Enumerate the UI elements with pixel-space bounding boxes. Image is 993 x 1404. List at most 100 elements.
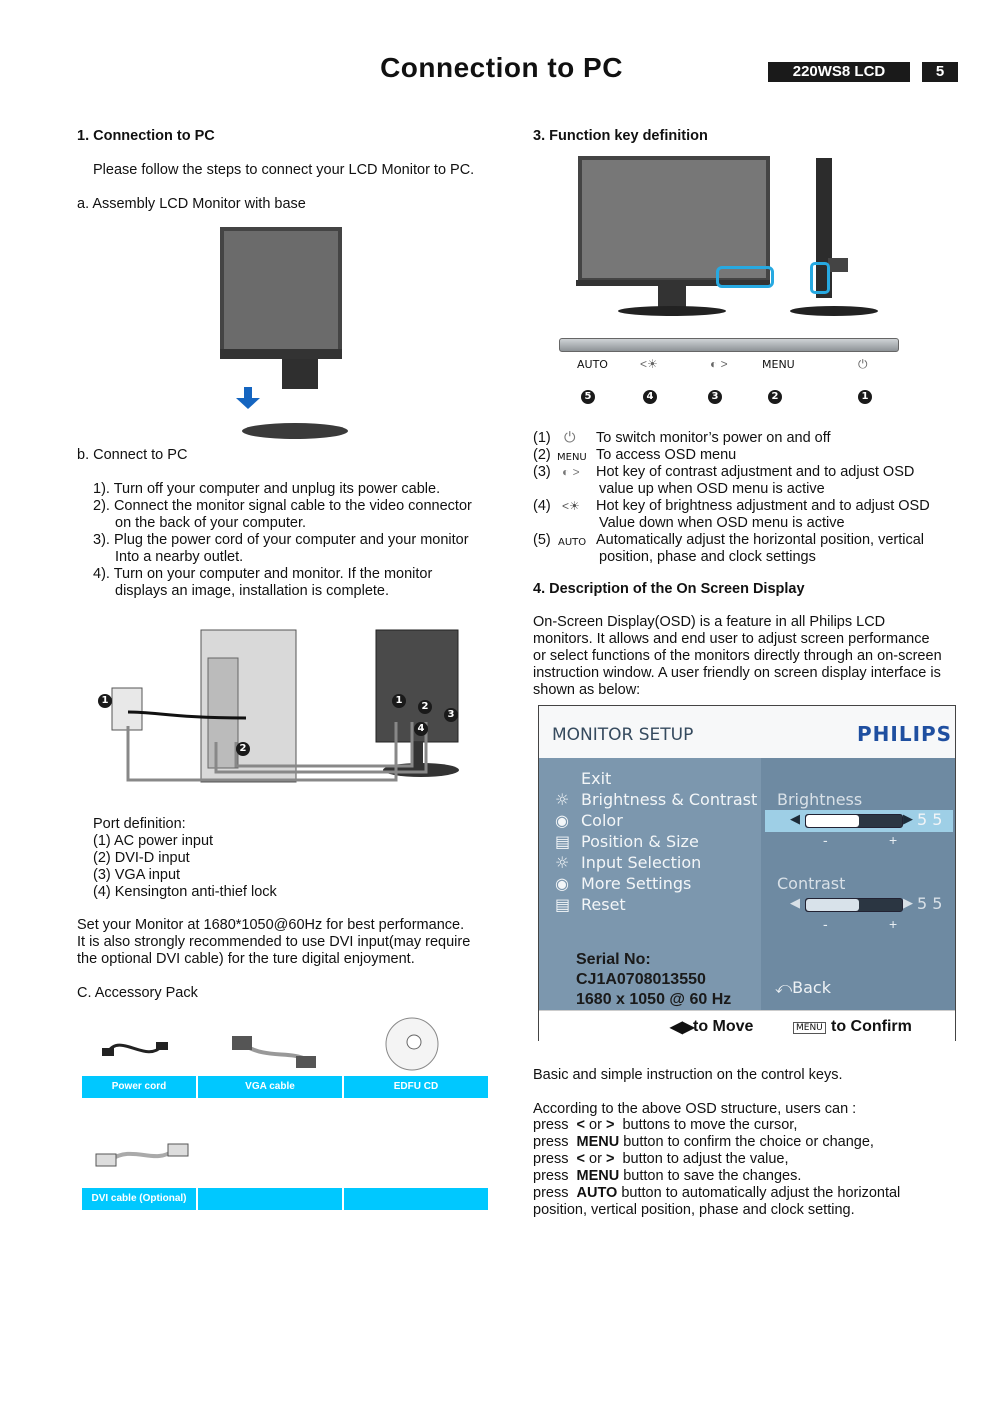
port-1-text: (1) AC power input	[93, 833, 214, 849]
osd-menu-input-selection[interactable]: ☼ Input Selection	[555, 852, 757, 873]
port-marker-2-pc: 2	[236, 742, 250, 756]
move-arrows-icon: ◀▶	[670, 1019, 695, 1036]
fk-2-num: (2)	[533, 447, 551, 463]
fk-3-text: Hot key of contrast adjustment and to ad…	[596, 464, 915, 480]
osd-back-button[interactable]: ⤺Back	[775, 978, 831, 998]
vga-cable-image	[228, 1030, 318, 1070]
brightness-slider[interactable]	[805, 814, 903, 828]
step-1-text: 1). Turn off your computer and unplug it…	[93, 481, 441, 497]
monitor-side-view	[790, 158, 880, 318]
osd-menu-label: Color	[581, 811, 623, 830]
port-marker-4: 4	[414, 722, 428, 736]
color-icon: ◉	[555, 811, 569, 830]
back-icon: ⤺	[775, 978, 793, 997]
brightness-contrast-icon: ☼	[555, 790, 570, 809]
osd-menu-label: Position & Size	[581, 832, 699, 851]
brightness-value: 5 5	[917, 810, 943, 829]
left-arrow-icon[interactable]: ◀	[790, 811, 800, 826]
dvi-cable-image	[94, 1140, 189, 1170]
cd-image	[384, 1016, 440, 1072]
step-c-text: C. Accessory Pack	[77, 985, 198, 1001]
osd-menu-label: Input Selection	[581, 853, 702, 872]
brightness-icon: <☀	[562, 499, 580, 513]
fk-1-num: (1)	[533, 430, 551, 446]
osd-menu-exit[interactable]: Exit	[581, 769, 612, 788]
press-line-5: press AUTO button to automatically adjus…	[533, 1185, 901, 1201]
fk-5-cont: position, phase and clock settings	[599, 549, 816, 565]
perf-line-3: the optional DVI cable) for the ture dig…	[77, 951, 415, 967]
osd-desc-1: On-Screen Display(OSD) is a feature in a…	[533, 614, 886, 630]
power-cord-image	[100, 1030, 170, 1066]
contrast-right-arrow-icon[interactable]: ▶	[903, 895, 913, 910]
side-button-highlight	[810, 262, 830, 294]
osd-desc-4: instruction window. A user friendly on s…	[533, 665, 941, 681]
accessory-label-cd: EDFU CD	[344, 1076, 488, 1098]
control-button-bar	[559, 338, 899, 352]
monitor-assembly-illustration	[218, 225, 348, 440]
port-2-text: (2) DVI-D input	[93, 850, 190, 866]
port-marker-1-monitor: 1	[392, 694, 406, 708]
intro-text: Please follow the steps to connect your …	[93, 162, 475, 178]
contrast-slider[interactable]	[805, 898, 903, 912]
perf-line-2: It is also strongly recommended to use D…	[77, 934, 471, 950]
contrast-key-icon: ◐ >	[710, 357, 728, 371]
connection-diagram: 1 1 2 3 4 2	[96, 622, 466, 792]
osd-serial-number: CJ1A0708013550	[576, 971, 706, 988]
brightness-minus: -	[823, 832, 828, 848]
osd-screen: MONITOR SETUP PHILIPS Exit ☼Brightness &…	[538, 705, 956, 1041]
back-label: Back	[792, 978, 831, 997]
section-3-heading: 3. Function key definition	[533, 128, 708, 144]
osd-to-confirm: to Confirm	[831, 1018, 912, 1035]
fk-1-text: To switch monitor’s power on and off	[596, 430, 831, 446]
page-title: Connection to PC	[380, 52, 623, 83]
position-icon: ▤	[555, 832, 571, 851]
osd-menu-position-size[interactable]: ▤ Position & Size	[555, 831, 757, 852]
monitor-front-image	[220, 227, 342, 353]
osd-menu-label: Brightness & Contrast	[581, 790, 758, 809]
osd-desc-5: shown as below:	[533, 682, 641, 698]
button-number-1: 1	[858, 390, 872, 404]
fk-3-cont: value up when OSD menu is active	[599, 481, 825, 497]
port-marker-3: 3	[444, 708, 458, 722]
basic-instruction: Basic and simple instruction on the cont…	[533, 1067, 843, 1083]
fk-4-text: Hot key of brightness adjustment and to …	[596, 498, 930, 514]
button-highlight	[716, 266, 774, 288]
menu-icon: MENU	[557, 452, 587, 463]
accessory-label-dvi-cable: DVI cable (Optional)	[82, 1188, 198, 1210]
contrast-value: 5 5	[917, 894, 943, 913]
step-3-cont-text: Into a nearby outlet.	[115, 549, 244, 565]
osd-menu-more-settings[interactable]: ◉ More Settings	[555, 873, 757, 894]
settings-icon: ◉	[555, 874, 569, 893]
step-a-text: a. Assembly LCD Monitor with base	[77, 196, 306, 212]
according-text: According to the above OSD structure, us…	[533, 1101, 857, 1117]
osd-menu-reset[interactable]: ▤Reset	[555, 894, 757, 915]
osd-title: MONITOR SETUP	[552, 725, 694, 745]
port-marker-1: 1	[98, 694, 112, 708]
right-arrow-icon[interactable]: ▶	[903, 811, 913, 826]
osd-menu-label: More Settings	[581, 874, 692, 893]
port-heading: Port definition:	[93, 816, 186, 832]
osd-menu-color[interactable]: ◉ Color	[555, 810, 757, 831]
brightness-key-icon: <☀	[640, 357, 658, 371]
menu-key-icon: MENU	[793, 1022, 826, 1034]
press-line-3: press < or > button to adjust the value,	[533, 1151, 789, 1167]
step-2-cont-text: on the back of your computer.	[115, 515, 307, 531]
port-4-text: (4) Kensington anti-thief lock	[93, 884, 277, 900]
osd-brightness-label: Brightness	[777, 790, 863, 809]
step-4-cont-text: displays an image, installation is compl…	[115, 583, 390, 599]
fk-5-text: Automatically adjust the horizontal posi…	[596, 532, 925, 548]
contrast-left-arrow-icon[interactable]: ◀	[790, 895, 800, 910]
fk-4-num: (4)	[533, 498, 551, 514]
menu-key-label: MENU	[762, 358, 795, 371]
model-badge: 220WS8 LCD	[768, 62, 910, 82]
osd-contrast-label: Contrast	[777, 874, 846, 893]
step-b-text: b. Connect to PC	[77, 447, 188, 463]
osd-menu-brightness-contrast[interactable]: ☼ Brightness & Contrast	[555, 789, 757, 810]
page-number-badge: 5	[922, 62, 958, 82]
osd-serial-label: Serial No:	[576, 951, 651, 968]
input-icon: ☼	[555, 853, 570, 872]
step-4-text: 4). Turn on your computer and monitor. I…	[93, 566, 433, 582]
power-key-icon: ⏻	[858, 357, 868, 371]
fk-5-num: (5)	[533, 532, 551, 548]
section-1-heading: 1. Connection to PC	[77, 128, 215, 144]
